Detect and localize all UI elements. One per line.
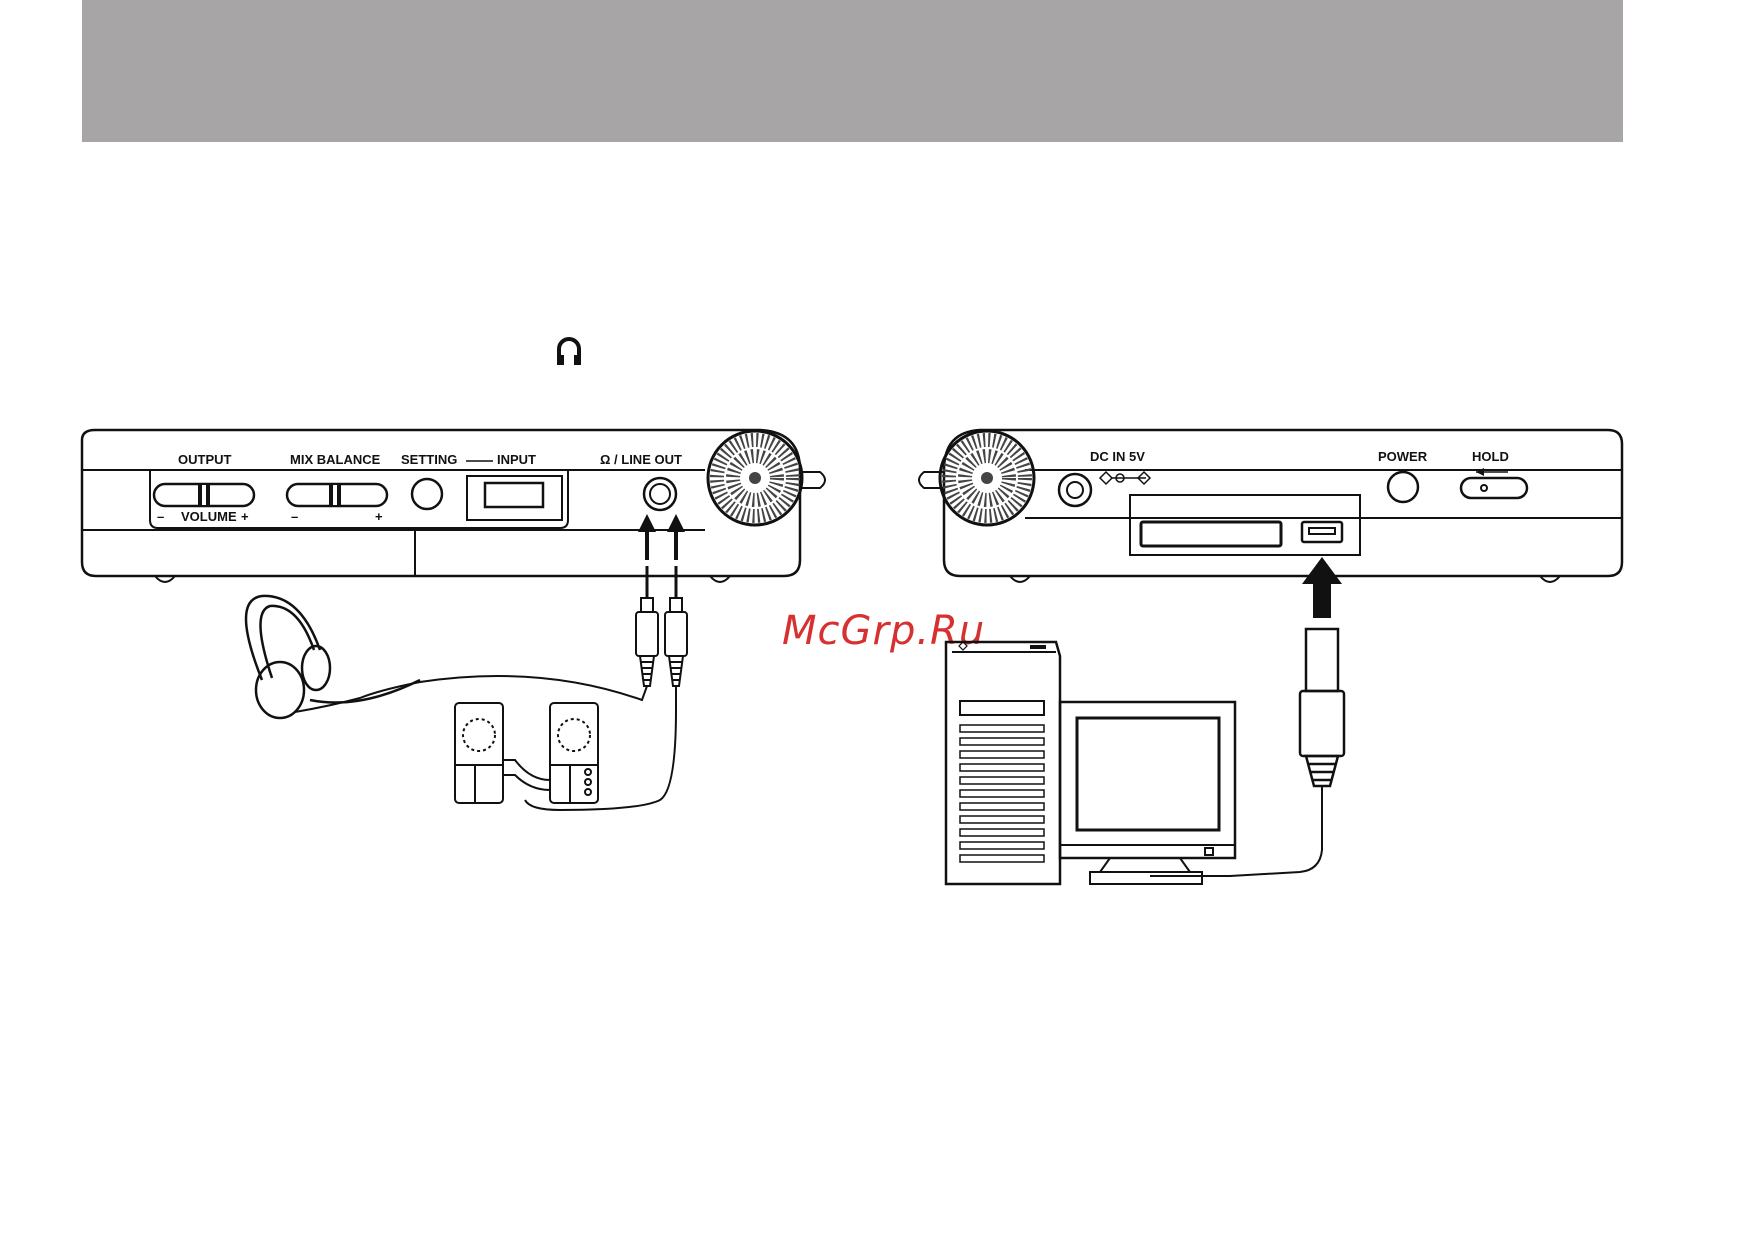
computer-tower-icon	[946, 642, 1060, 884]
power-label: POWER	[1378, 449, 1428, 464]
line-out-jack[interactable]	[644, 478, 676, 510]
headphone-cable	[295, 676, 647, 712]
dc-in-jack	[1059, 474, 1091, 506]
input-connector	[467, 476, 562, 520]
arrow-up-icon	[638, 514, 685, 560]
microphone-grille-icon	[708, 431, 802, 525]
usb-plug-icon	[1300, 629, 1344, 786]
input-label: INPUT	[497, 452, 536, 467]
usb-port	[1302, 522, 1342, 542]
output-label: OUTPUT	[178, 452, 232, 467]
hold-label: HOLD	[1472, 449, 1509, 464]
dc-in-label: DC IN 5V	[1090, 449, 1145, 464]
speaker-icon	[455, 703, 598, 803]
mix-balance-slider[interactable]	[287, 484, 387, 506]
power-button[interactable]	[1388, 472, 1418, 502]
setting-label: SETTING	[401, 452, 457, 467]
volume-plus: +	[241, 509, 249, 524]
line-out-label: Ω / LINE OUT	[600, 452, 682, 467]
polarity-symbol	[1100, 472, 1150, 484]
volume-slider[interactable]	[154, 484, 254, 506]
volume-minus: –	[157, 509, 164, 524]
headphones-device-icon	[246, 596, 420, 718]
mini-plug-headphones	[636, 566, 658, 686]
volume-label: VOLUME	[181, 509, 237, 524]
mini-plug-speakers	[665, 566, 687, 686]
hold-switch[interactable]	[1461, 468, 1527, 498]
mix-minus: –	[291, 509, 298, 524]
mix-plus: +	[375, 509, 383, 524]
speaker-cable	[525, 686, 676, 810]
microphone-grille-icon	[940, 431, 1034, 525]
setting-knob[interactable]	[412, 479, 442, 509]
arrow-up-icon	[1302, 557, 1342, 618]
mix-balance-label: MIX BALANCE	[290, 452, 381, 467]
monitor-icon	[1060, 702, 1235, 884]
